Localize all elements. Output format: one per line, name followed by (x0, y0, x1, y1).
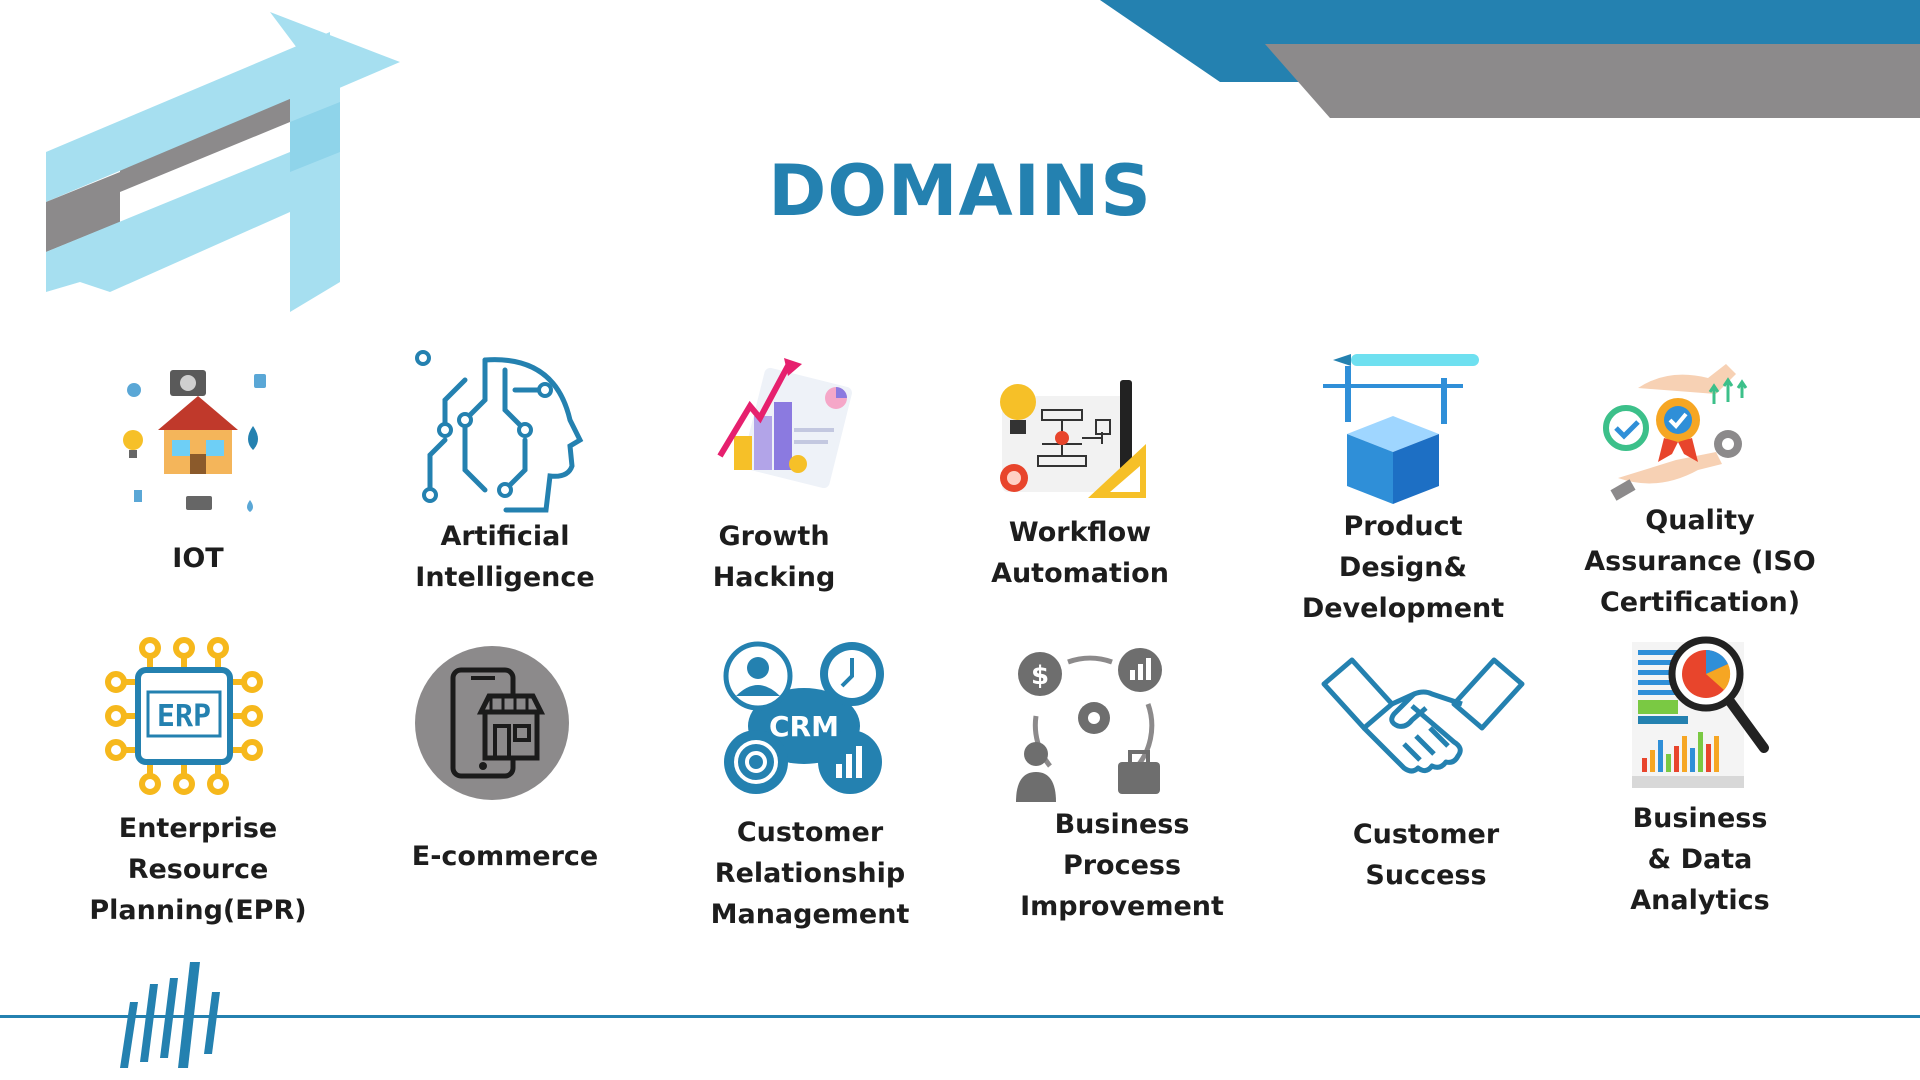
erp-chip-text: ERP (157, 699, 211, 734)
domain-label: IOT (172, 543, 224, 574)
domain-label: E-commerce (411, 841, 599, 872)
footer-logo-mark (120, 962, 220, 1068)
domain-label: Business & Data Analytics (1630, 803, 1770, 916)
domain-tile-customer-success: Customer Success (1276, 656, 1576, 896)
footer-divider (0, 1015, 1920, 1018)
crm-badge-text: CRM (769, 710, 839, 743)
domain-tile-enterprise-resource-planning: ERP Enterprise Resource Planning(EPR) (48, 636, 348, 936)
domain-label: Workflow Automation (991, 517, 1169, 589)
domain-tile-e-commerce: E-commerce (355, 646, 655, 886)
domain-label: Quality Assurance (ISO Certification) (1584, 505, 1816, 618)
domain-label: Growth Hacking (712, 521, 836, 593)
corner-stripes-decoration (1100, 0, 1920, 118)
domain-label: Customer Relationship Management (710, 817, 910, 930)
product-cube-icon (1323, 354, 1479, 504)
domain-tile-workflow-automation: Workflow Automation (930, 380, 1230, 600)
domain-tile-business-data-analytics: Business & Data Analytics (1550, 636, 1850, 936)
handshake-icon (1321, 657, 1525, 774)
erp-chip-icon: ERP (105, 637, 263, 795)
ai-head-circuit-icon (415, 350, 584, 513)
company-logo (46, 12, 400, 312)
business-process-icon: $ (1016, 648, 1162, 802)
domain-tile-business-process-improvement: $ Business Process Improvement (972, 646, 1272, 936)
domain-label: Enterprise Resource Planning(EPR) (89, 813, 307, 926)
svg-text:$: $ (1031, 661, 1049, 691)
page-title: DOMAINS (768, 150, 1152, 232)
domain-tile-product-design-development: Product Design& Development (1253, 348, 1553, 628)
domain-tile-quality-assurance: Quality Assurance (ISO Certification) (1550, 358, 1850, 628)
domain-tile-artificial-intelligence: Artificial Intelligence (355, 350, 655, 610)
growth-chart-icon (717, 358, 852, 488)
domain-tile-iot: IOT (48, 360, 348, 590)
mobile-shop-icon (415, 646, 569, 800)
domain-tile-growth-hacking: Growth Hacking (624, 358, 924, 598)
smart-home-icon (123, 370, 266, 512)
crm-icon: CRM (723, 641, 884, 794)
domain-tile-customer-relationship-management: CRM Customer Relationship Management (660, 640, 960, 940)
domain-label: Artificial Intelligence (415, 521, 595, 593)
domain-label: Product Design& Development (1301, 511, 1505, 624)
data-analytics-icon (1632, 636, 1769, 788)
workflow-diagram-icon (1000, 380, 1146, 498)
domain-label: Business Process Improvement (1020, 809, 1224, 922)
quality-badge-icon (1603, 364, 1748, 501)
domain-label: Customer Success (1352, 819, 1500, 891)
